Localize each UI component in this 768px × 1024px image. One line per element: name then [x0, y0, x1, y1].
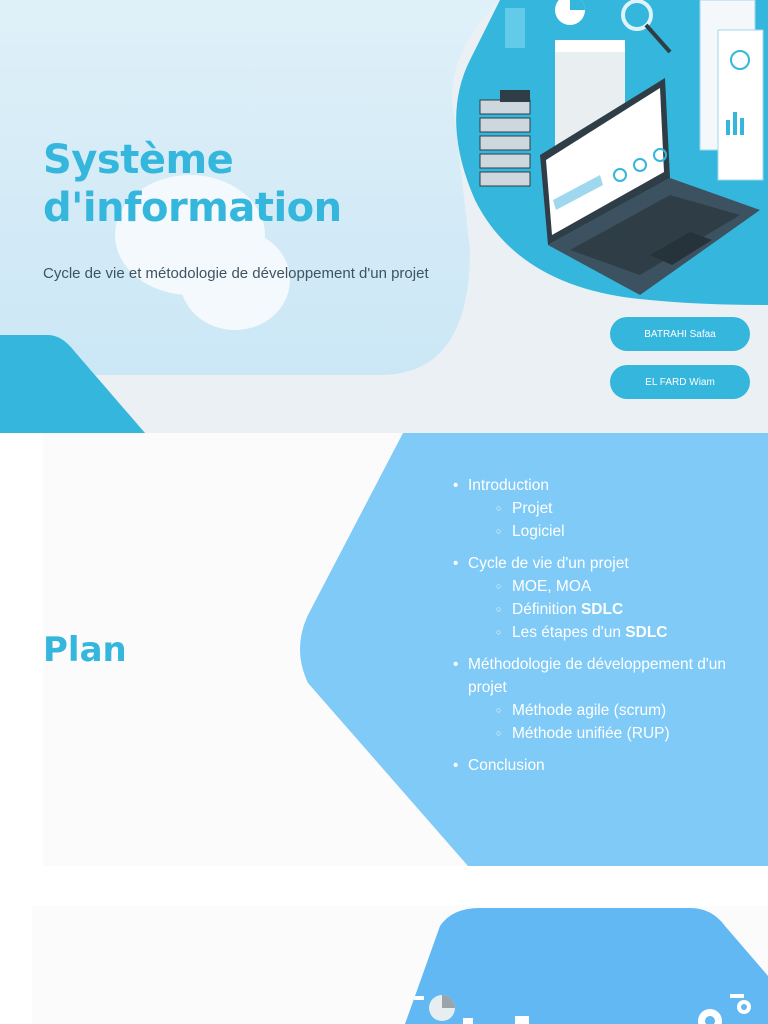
- title-slide-background: [0, 0, 768, 433]
- outline-subitem: Méthode agile (scrum): [468, 699, 742, 722]
- outline-subitem: MOE, MOA: [468, 575, 742, 598]
- outline-item-conclusion: Conclusion: [452, 754, 742, 777]
- outline-subitem-label: Méthode agile (scrum): [512, 702, 667, 719]
- outline-subitem-label: Méthode unifiée (RUP): [512, 725, 670, 742]
- cloud-shape-2: [180, 230, 290, 330]
- outline-subitem: Définition SDLC: [468, 598, 742, 621]
- pie-chart-icon: [414, 995, 529, 1024]
- presentation-subtitle: Cycle de vie et métodologie de développe…: [43, 265, 429, 282]
- title-line-2: d'information: [43, 185, 342, 231]
- plan-outline: Introduction Projet Logiciel Cycle de vi…: [452, 474, 742, 786]
- title-line-1: Système: [43, 137, 234, 183]
- outline-subitem-label: Logiciel: [512, 523, 565, 540]
- outline-subitem-label: Projet: [512, 500, 553, 517]
- outline-item-label: Conclusion: [468, 757, 545, 774]
- gradient-shape: [0, 0, 500, 375]
- outline-subitem-emphasis: SDLC: [580, 601, 624, 618]
- plan-slide: Plan Introduction Projet Logiciel Cycle …: [0, 433, 768, 866]
- outline-item-introduction: Introduction Projet Logiciel: [452, 474, 742, 543]
- next-slide-hexagon-shape: [405, 908, 768, 1024]
- title-slide: Système d'information Cycle de vie et mé…: [0, 0, 768, 433]
- presentation-title: Système d'information: [43, 136, 342, 232]
- outline-subitem-label: Définition: [512, 601, 581, 618]
- outline-item-cycle-de-vie: Cycle de vie d'un projet MOE, MOA Défini…: [452, 552, 742, 644]
- outline-subitem: Projet: [468, 497, 742, 520]
- outline-item-label: Cycle de vie d'un projet: [468, 555, 629, 572]
- gear-icon: [698, 994, 751, 1024]
- outline-item-label: Méthodologie de développement d'un proje…: [468, 656, 727, 696]
- outline-item-methodologie: Méthodologie de développement d'un proje…: [452, 653, 742, 745]
- outline-subitem: Logiciel: [468, 520, 742, 543]
- corner-accent-shape: [0, 335, 145, 433]
- author-badge-batrahi: BATRAHI Safaa: [610, 317, 750, 351]
- laptop-server-dashboard-illustration: [456, 0, 768, 305]
- outline-item-label: Introduction: [468, 477, 549, 494]
- outline-subitem: Les étapes d'un SDLC: [468, 621, 742, 644]
- outline-subitem: Méthode unifiée (RUP): [468, 722, 742, 745]
- outline-subitem-emphasis: SDLC: [625, 624, 668, 641]
- outline-subitem-label: MOE, MOA: [512, 578, 592, 595]
- outline-subitem-label: Les étapes d'un: [512, 624, 626, 641]
- author-badge-elfard: EL FARD Wiam: [610, 365, 750, 399]
- next-slide-partial: [0, 866, 768, 1024]
- plan-title: Plan: [43, 630, 127, 670]
